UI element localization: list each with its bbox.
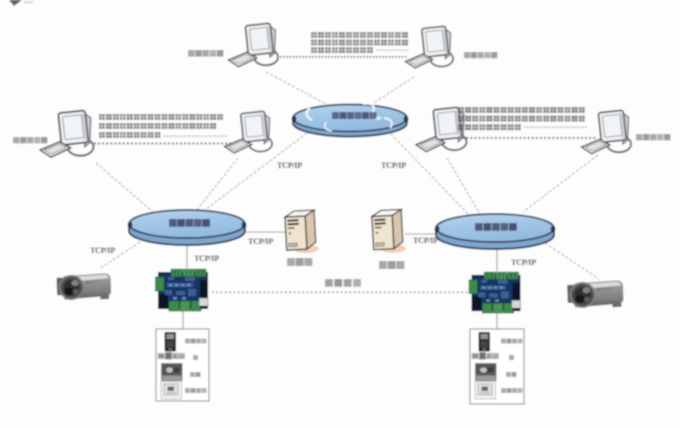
- svg-text:TCP/IP: TCP/IP: [90, 246, 115, 255]
- svg-text:TCP/IP: TCP/IP: [381, 161, 406, 170]
- svg-text:TCP/IP: TCP/IP: [277, 161, 302, 170]
- svg-text:TCP/IP: TCP/IP: [194, 254, 219, 263]
- svg-text:TCP/IP: TCP/IP: [248, 237, 273, 246]
- svg-text:TCP/IP: TCP/IP: [413, 236, 438, 245]
- svg-text:TCP/IP: TCP/IP: [511, 258, 536, 267]
